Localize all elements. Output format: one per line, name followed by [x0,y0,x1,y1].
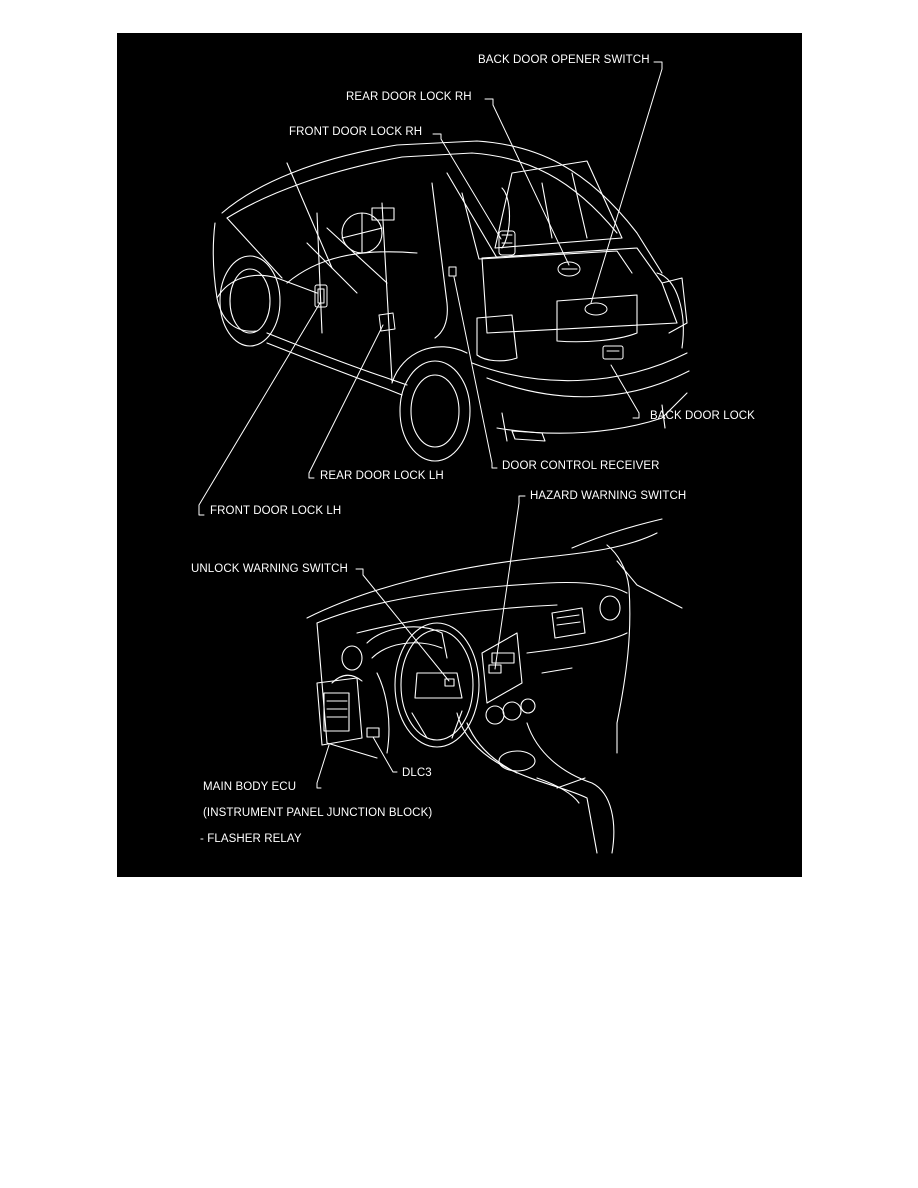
label-instrument-panel-junction-block: (INSTRUMENT PANEL JUNCTION BLOCK) [203,807,433,819]
label-dlc3: DLC3 [402,767,432,779]
label-front-door-lock-rh: FRONT DOOR LOCK RH [289,126,423,138]
leader-lines-upper [198,61,663,516]
label-unlock-warning-switch: UNLOCK WARNING SWITCH [191,563,348,575]
label-front-door-lock-lh: FRONT DOOR LOCK LH [210,505,342,517]
label-door-control-receiver: DOOR CONTROL RECEIVER [502,460,660,472]
vehicle-body [212,140,690,462]
diagram-panel: BACK DOOR OPENER SWITCH REAR DOOR LOCK R… [117,33,802,877]
label-main-body-ecu: MAIN BODY ECU [203,781,297,793]
vehicle-line-drawing [198,61,690,854]
label-back-door-lock: BACK DOOR LOCK [650,410,755,422]
label-rear-door-lock-rh: REAR DOOR LOCK RH [346,91,472,103]
label-hazard-warning-switch: HAZARD WARNING SWITCH [530,490,687,502]
component-markers [314,230,624,360]
leader-lines-lower [316,495,526,789]
label-flasher-relay: - FLASHER RELAY [200,833,302,845]
label-rear-door-lock-lh: REAR DOOR LOCK LH [320,470,444,482]
instrument-panel [306,518,683,854]
label-back-door-opener-switch: BACK DOOR OPENER SWITCH [478,54,650,66]
